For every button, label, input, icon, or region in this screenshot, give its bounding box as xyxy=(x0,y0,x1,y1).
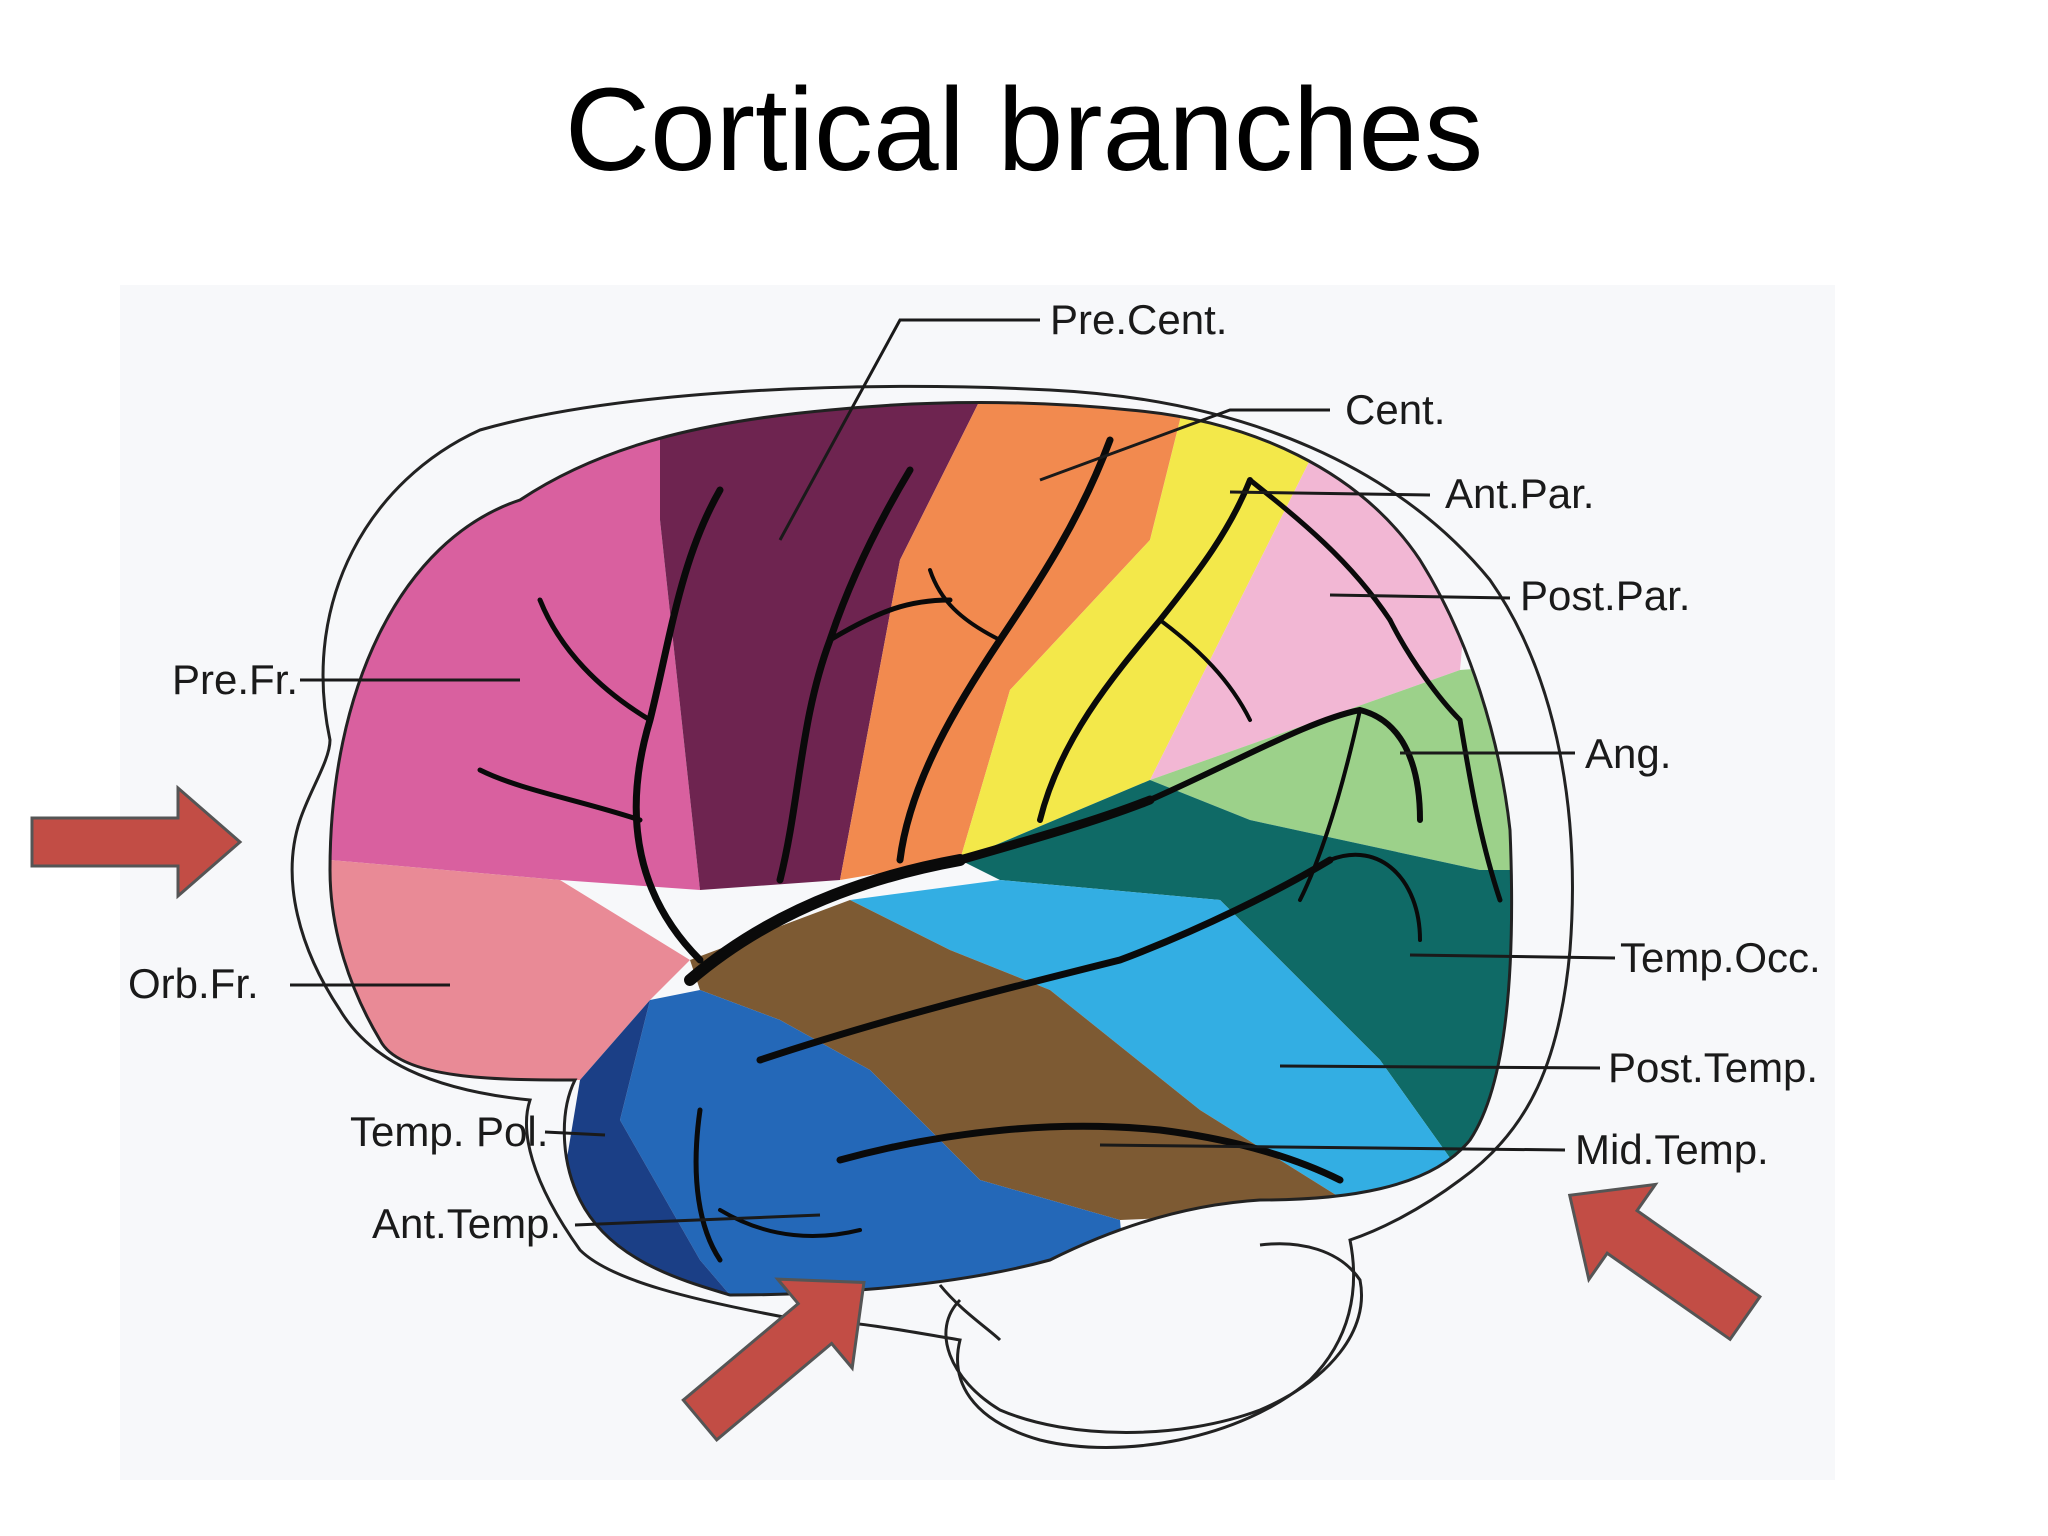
brain-outer-outline xyxy=(290,384,1574,1449)
arrow-left xyxy=(30,784,243,900)
label-post-par: Post.Par. xyxy=(1520,572,1690,619)
label-temp-pol: Temp. Pol. xyxy=(350,1108,548,1155)
label-ang: Ang. xyxy=(1585,730,1671,777)
region-orb-fr xyxy=(330,860,690,1080)
label-pre-cent: Pre.Cent. xyxy=(1050,296,1227,343)
region-ant-par xyxy=(960,402,1320,860)
label-post-temp: Post.Temp. xyxy=(1608,1044,1818,1091)
artery-branches xyxy=(477,436,1503,1263)
brain-inner-outline xyxy=(328,401,1514,1297)
region-pre-cent xyxy=(660,402,990,890)
region-mid-temp xyxy=(690,900,1360,1220)
region-labels: Pre.Cent. Cent. Ant.Par. Post.Par. Ang. … xyxy=(128,296,1821,1247)
cerebellum-outline xyxy=(944,1242,1363,1434)
label-mid-temp: Mid.Temp. xyxy=(1575,1126,1769,1173)
pointer-arrows xyxy=(30,784,1763,1443)
slide-title: Cortical branches xyxy=(564,64,1484,196)
label-ant-par: Ant.Par. xyxy=(1445,470,1594,517)
region-temp-occ xyxy=(960,780,1512,1200)
leader-lines xyxy=(290,318,1616,1227)
label-temp-occ: Temp.Occ. xyxy=(1620,934,1821,981)
region-post-temp xyxy=(850,880,1480,1210)
label-ant-temp: Ant.Temp. xyxy=(372,1200,561,1247)
label-orb-fr: Orb.Fr. xyxy=(128,960,259,1007)
arrow-bottom xyxy=(681,1277,866,1443)
region-post-par xyxy=(1150,440,1470,780)
region-cent xyxy=(840,402,1190,880)
arrow-bottom-right xyxy=(1567,1182,1763,1342)
region-ant-temp xyxy=(620,990,1130,1295)
label-pre-fr: Pre.Fr. xyxy=(172,656,298,703)
brainstem-outline xyxy=(938,1284,1002,1342)
label-cent: Cent. xyxy=(1345,386,1445,433)
